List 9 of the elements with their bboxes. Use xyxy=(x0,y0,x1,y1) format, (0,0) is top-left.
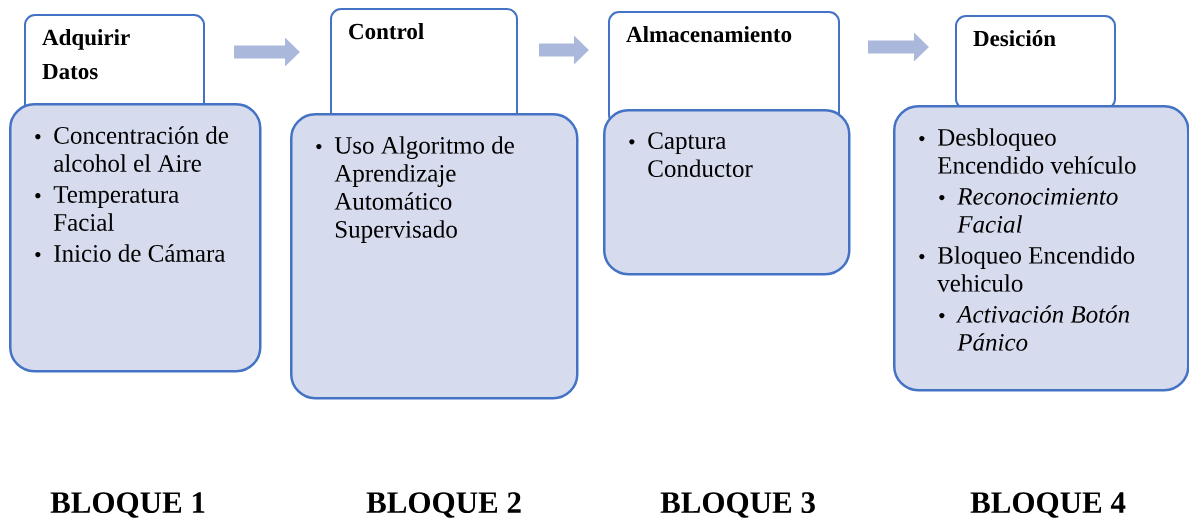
content-box: Uso Algoritmo de Aprendizaje Automático Supervisado xyxy=(290,113,579,400)
content-box: Captura Conductor xyxy=(603,109,851,276)
content-box: Desbloqueo Encendido vehículo Reconocimiento Facial Bloqueo Encendido vehiculo Activación Botón Pánico xyxy=(893,105,1189,392)
block-label: BLOQUE 3 xyxy=(660,492,815,518)
block-label: BLOQUE 2 xyxy=(366,492,521,518)
content-box: Concentración de alcohol el Aire Temperatura Facial Inicio de Cámara xyxy=(9,103,262,373)
block-label: BLOQUE 4 xyxy=(970,492,1126,518)
header-box: Desición xyxy=(955,15,1116,110)
block-label: BLOQUE 1 xyxy=(50,492,205,518)
